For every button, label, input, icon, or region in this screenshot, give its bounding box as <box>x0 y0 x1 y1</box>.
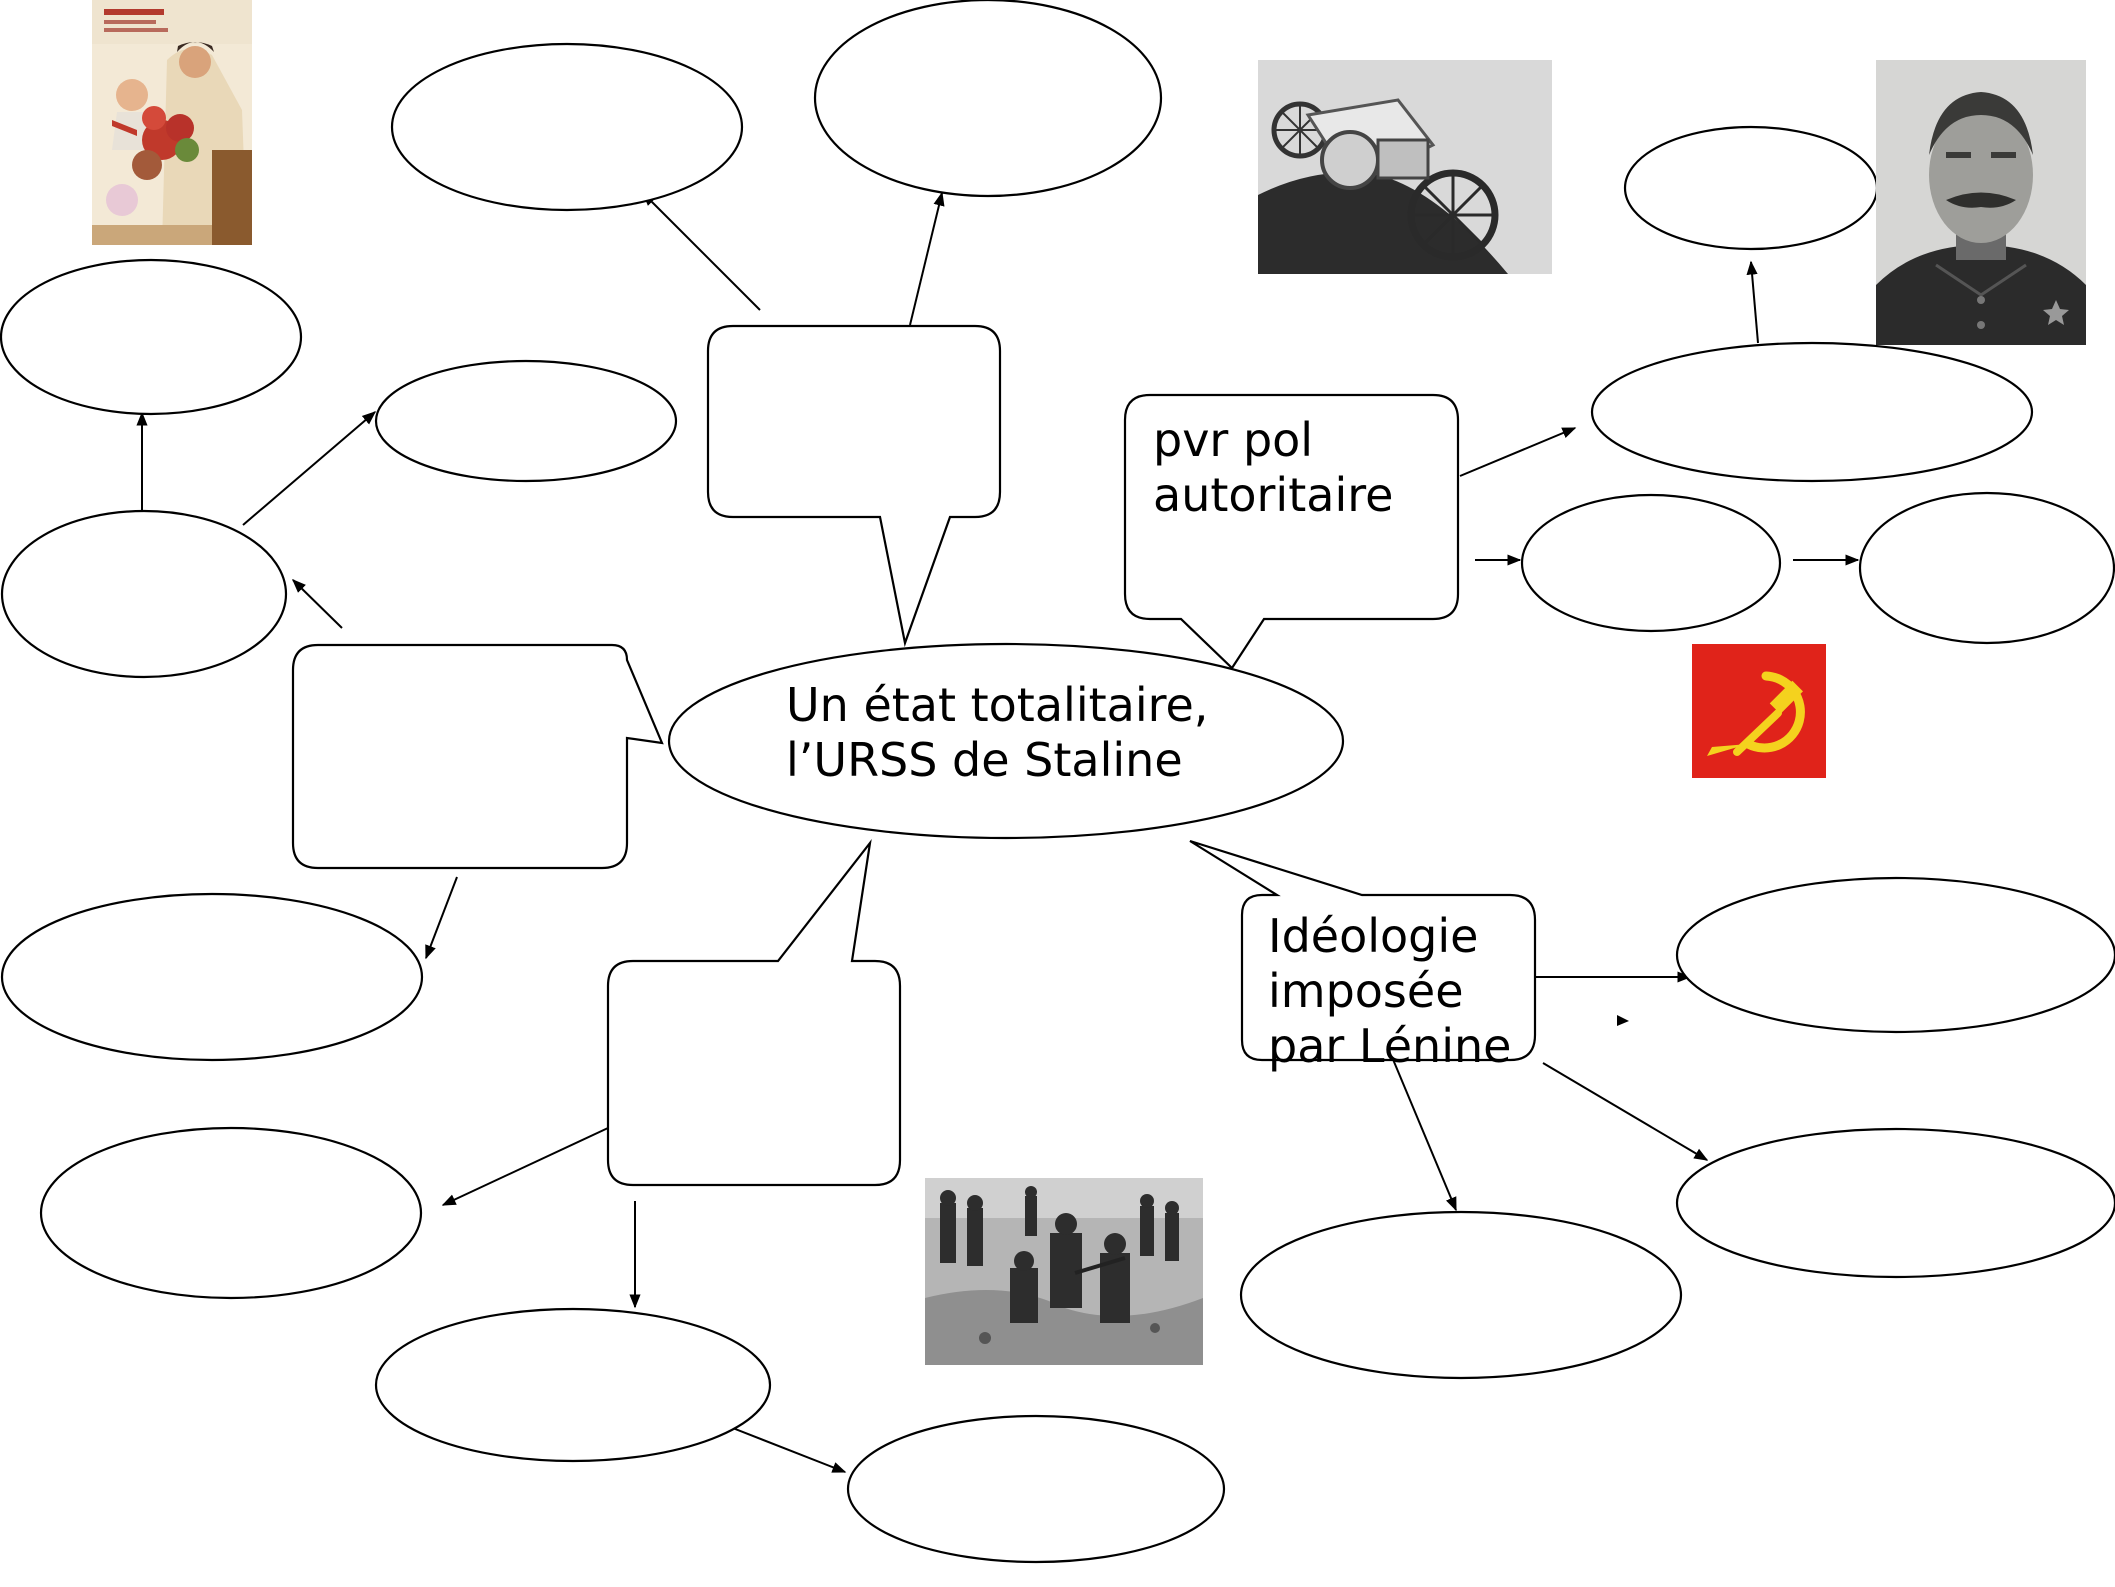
central-ellipse <box>667 642 1345 840</box>
empty-ellipse[interactable] <box>0 509 288 679</box>
empty-speech-bubble[interactable] <box>706 324 1002 648</box>
ideology-bubble-line-3: par Lénine <box>1268 1019 1512 1073</box>
tractor-photo-image <box>1258 60 1552 274</box>
power-bubble-line-1: pvr pol <box>1153 413 1314 467</box>
empty-ellipse[interactable] <box>1675 1127 2115 1279</box>
empty-ellipse[interactable] <box>1623 125 1879 251</box>
connector <box>291 579 343 629</box>
empty-ellipse[interactable] <box>813 0 1163 198</box>
empty-ellipse[interactable] <box>0 258 303 416</box>
stalin-portrait-drawing <box>1876 60 2086 345</box>
connector <box>1459 427 1577 477</box>
empty-ellipse[interactable] <box>1590 341 2034 483</box>
empty-ellipse[interactable] <box>1675 876 2115 1034</box>
central-title-line-2: l’URSS de Staline <box>786 733 1183 787</box>
empty-ellipse[interactable] <box>0 892 424 1062</box>
power-bubble-text: pvr pol autoritaire <box>1153 413 1393 523</box>
empty-ellipse[interactable] <box>39 1126 423 1300</box>
connector <box>1542 1062 1709 1161</box>
empty-ellipse[interactable] <box>1239 1210 1683 1380</box>
gulag-workers-photo-image <box>925 1178 1203 1365</box>
connector <box>1746 260 1759 344</box>
ideology-bubble-line-1: Idéologie <box>1268 909 1479 963</box>
connector <box>1391 1056 1457 1212</box>
central-title-line-1: Un état totalitaire, <box>786 678 1209 732</box>
connector <box>441 1127 609 1206</box>
connector <box>425 876 458 960</box>
power-bubble-line-2: autoritaire <box>1153 468 1394 522</box>
empty-speech-bubble[interactable] <box>606 839 902 1187</box>
hammer-and-sickle-icon <box>1707 671 1805 756</box>
gulag-workers-photo-drawing <box>925 1178 1203 1365</box>
empty-ellipse[interactable] <box>1520 493 1782 633</box>
connectors <box>136 191 1860 1473</box>
central-title: Un état totalitaire, l’URSS de Staline <box>786 678 1208 788</box>
stalin-poster-image <box>92 0 252 245</box>
ideology-speech-bubble <box>1189 839 1537 1062</box>
ideology-bubble-text: Idéologie imposée par Lénine <box>1268 909 1511 1074</box>
empty-ellipse[interactable] <box>374 1307 772 1463</box>
empty-ellipse[interactable] <box>374 359 678 483</box>
empty-speech-bubble[interactable] <box>291 643 664 870</box>
stalin-portrait-image <box>1876 60 2086 345</box>
connector <box>724 1424 847 1473</box>
connector <box>642 192 761 311</box>
tractor-photo-drawing <box>1258 60 1552 274</box>
soviet-flag <box>1692 644 1826 778</box>
stray-arrowhead <box>1617 1015 1629 1026</box>
stalin-poster-drawing <box>92 0 252 245</box>
empty-ellipse[interactable] <box>846 1414 1226 1564</box>
ideology-bubble-line-2: imposée <box>1268 964 1464 1018</box>
connector <box>242 411 377 526</box>
connector <box>909 191 945 326</box>
empty-ellipse[interactable] <box>390 42 744 212</box>
empty-ellipse[interactable] <box>1858 491 2115 645</box>
power-speech-bubble <box>1123 393 1460 670</box>
